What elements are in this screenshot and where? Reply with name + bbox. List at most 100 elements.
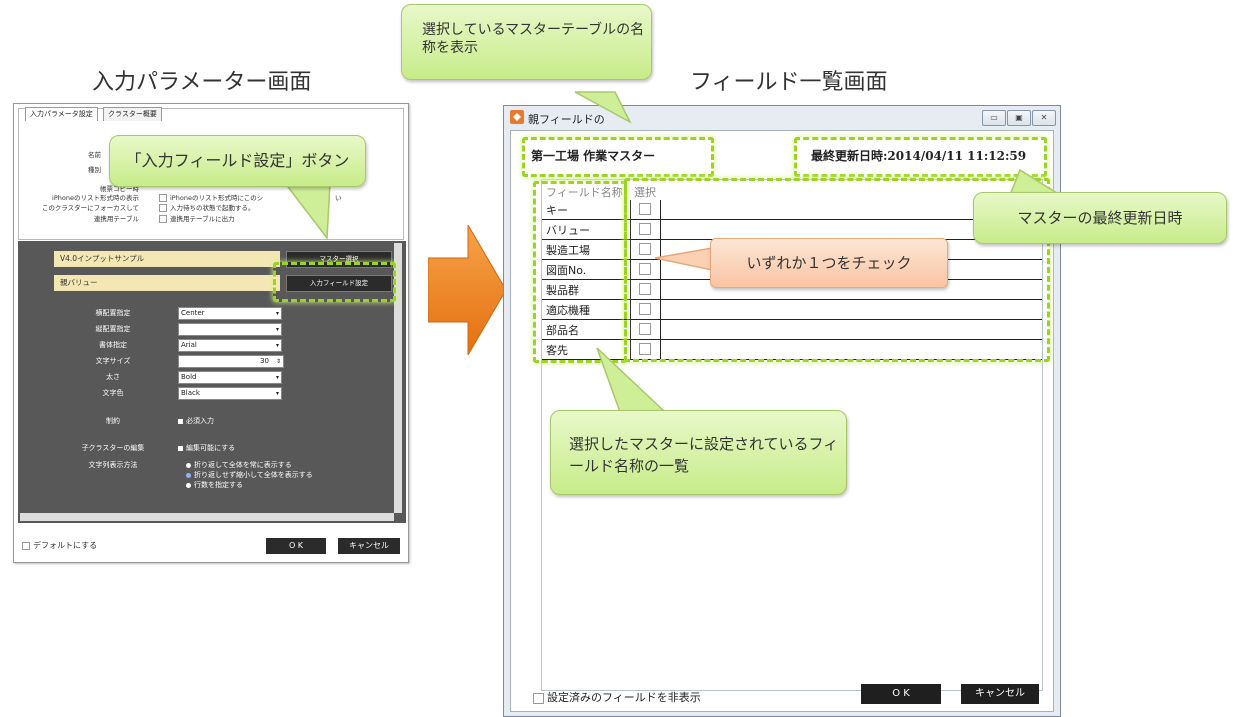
default-option-label: デフォルトにする — [33, 541, 98, 550]
list-item[interactable]: 製品群 — [542, 280, 1042, 300]
title-bar-parent-value: 親バリュー — [54, 275, 280, 291]
cancel-button[interactable]: キャンセル — [961, 684, 1039, 704]
divider — [630, 200, 631, 219]
tab-cluster-overview[interactable]: クラスター概要 — [103, 107, 162, 121]
focus-option-label: 入力待ちの状態で起動する。 — [170, 204, 255, 212]
row-checkbox[interactable] — [639, 223, 651, 235]
highlight-last-update — [794, 137, 1047, 177]
callout-check-one: いずれか１つをチェック — [710, 238, 948, 288]
prop-label-weight: 太さ — [106, 373, 120, 381]
checkbox-checked-icon — [178, 445, 183, 451]
prop-label-color: 文字色 — [102, 389, 124, 397]
wrap-label: 文字列表示方法 — [88, 461, 138, 469]
checkbox-checked-icon — [178, 418, 183, 424]
checkbox[interactable] — [22, 541, 30, 550]
master-table-name: 第一工場 作業マスター — [531, 149, 656, 163]
horizontal-scrollbar[interactable] — [20, 513, 394, 521]
iphone-option: iPhoneのリスト形式時にこのシ — [159, 192, 263, 202]
title-bar-sample: V4.0インプットサンプル — [54, 251, 280, 267]
divider — [630, 300, 631, 319]
checkbox[interactable] — [159, 204, 167, 212]
app-icon — [510, 110, 524, 124]
hide-set-fields-option[interactable]: 設定済みのフィールドを非表示 — [533, 689, 701, 705]
callout-last-update: マスターの最終更新日時 — [973, 192, 1227, 244]
child-edit-label: 子クラスターの編集 — [81, 444, 145, 452]
font-size-stepper[interactable]: 30 ⇕ — [178, 355, 284, 368]
highlight-select-column — [624, 178, 1050, 362]
halign-select[interactable]: Center▾ — [178, 307, 282, 320]
list-item[interactable]: キー — [542, 200, 1042, 220]
stepper-arrows-icon[interactable]: ⇕ — [275, 358, 281, 365]
required-option[interactable]: 必須入力 — [178, 416, 214, 426]
focus-option: 入力待ちの状態で起動する。 — [159, 202, 255, 212]
ok-button[interactable]: O K — [266, 538, 326, 554]
cancel-button[interactable]: キャンセル — [338, 538, 400, 554]
wrap-option-2-label: 折り返しせず縮小して全体を表示する — [194, 471, 313, 479]
chevron-down-icon: ▾ — [275, 310, 279, 317]
divider — [630, 240, 631, 259]
chevron-down-icon: ▾ — [275, 390, 279, 397]
hide-set-fields-label: 設定済みのフィールドを非表示 — [547, 691, 701, 704]
divider — [660, 280, 661, 299]
row-checkbox[interactable] — [639, 263, 651, 275]
color-value: Black — [181, 389, 200, 397]
row-checkbox[interactable] — [639, 203, 651, 215]
highlight-master-name — [522, 137, 714, 177]
field-label-focus: このクラスターにフォーカスして — [41, 204, 139, 212]
color-select[interactable]: Black ▾ — [178, 387, 282, 400]
list-item[interactable]: 適応機種 — [542, 300, 1042, 320]
close-button[interactable]: ✕ — [1032, 110, 1056, 126]
field-label-copy: 帳票コピー時 — [100, 185, 139, 193]
constraint-label: 制約 — [106, 417, 120, 425]
header-field-name: フィールド名称 — [546, 186, 623, 199]
last-update-datetime: 最終更新日時:2014/04/11 11:12:59 — [811, 149, 1027, 163]
row-checkbox[interactable] — [639, 323, 651, 335]
callout-field-list: 選択したマスターに設定されているフィールド名称の一覧 — [550, 410, 847, 495]
wrap-option-3-label: 行数を指定する — [194, 481, 243, 489]
weight-select[interactable]: Bold▾ — [178, 371, 282, 384]
maximize-button[interactable]: ▣ — [1007, 110, 1031, 126]
ok-button[interactable]: O K — [861, 684, 941, 704]
chevron-down-icon: ▾ — [275, 326, 279, 333]
divider — [660, 220, 661, 239]
font-select[interactable]: Arial▾ — [178, 339, 282, 352]
wrap-option-3[interactable]: 行数を指定する — [186, 480, 243, 490]
highlight-input-field-button — [273, 262, 396, 302]
prop-label-halign: 横配置指定 — [95, 309, 131, 317]
left-screen-title: 入力パラメーター画面 — [92, 70, 312, 95]
field-name: 図面No. — [546, 264, 587, 277]
wrap-option-2[interactable]: 折り返しせず縮小して全体を表示する — [186, 470, 313, 480]
row-checkbox[interactable] — [639, 243, 651, 255]
checkbox[interactable] — [159, 215, 167, 223]
radio-icon — [186, 482, 191, 488]
radio-selected-icon — [186, 472, 191, 478]
callout-input-field-button: 「入力フィールド設定」ボタン — [109, 135, 366, 187]
window-title: 親フィールドの — [528, 113, 605, 126]
list-item[interactable]: 部品名 — [542, 320, 1042, 340]
field-name: 客先 — [546, 344, 568, 357]
editable-option[interactable]: 編集可能にする — [178, 443, 235, 453]
divider — [660, 200, 661, 219]
checkbox[interactable] — [533, 692, 544, 704]
field-name: 製品群 — [546, 284, 579, 297]
row-checkbox[interactable] — [639, 283, 651, 295]
right-screen-title: フィールド一覧画面 — [690, 70, 888, 95]
checkbox[interactable] — [159, 194, 167, 202]
partial-text: い — [335, 194, 342, 202]
default-option[interactable]: デフォルトにする — [22, 540, 97, 551]
wrap-option-1[interactable]: 折り返して全体を常に表示する — [186, 460, 292, 470]
divider — [630, 280, 631, 299]
field-label-name: 名前 — [88, 151, 101, 159]
transition-arrow-icon — [428, 225, 506, 355]
vertical-scrollbar[interactable] — [394, 243, 402, 513]
cluster-properties-panel: V4.0インプットサンプル マスター選択 親バリュー 入力フィールド設定 横配置… — [18, 241, 406, 523]
font-size-value: 30 — [260, 357, 269, 365]
tab-input-parameter[interactable]: 入力パラメータ設定 — [25, 107, 98, 121]
callout-master-table-name: 選択しているマスターテーブルの名称を表示 — [401, 4, 652, 80]
minimize-button[interactable]: ▭ — [982, 110, 1006, 126]
input-field-setting-button[interactable]: 入力フィールド設定 — [286, 275, 392, 292]
window-titlebar: 親フィールドの ▭ ▣ ✕ — [504, 106, 1060, 128]
divider — [660, 320, 661, 339]
row-checkbox[interactable] — [639, 303, 651, 315]
valign-select[interactable]: ▾ — [178, 323, 282, 336]
